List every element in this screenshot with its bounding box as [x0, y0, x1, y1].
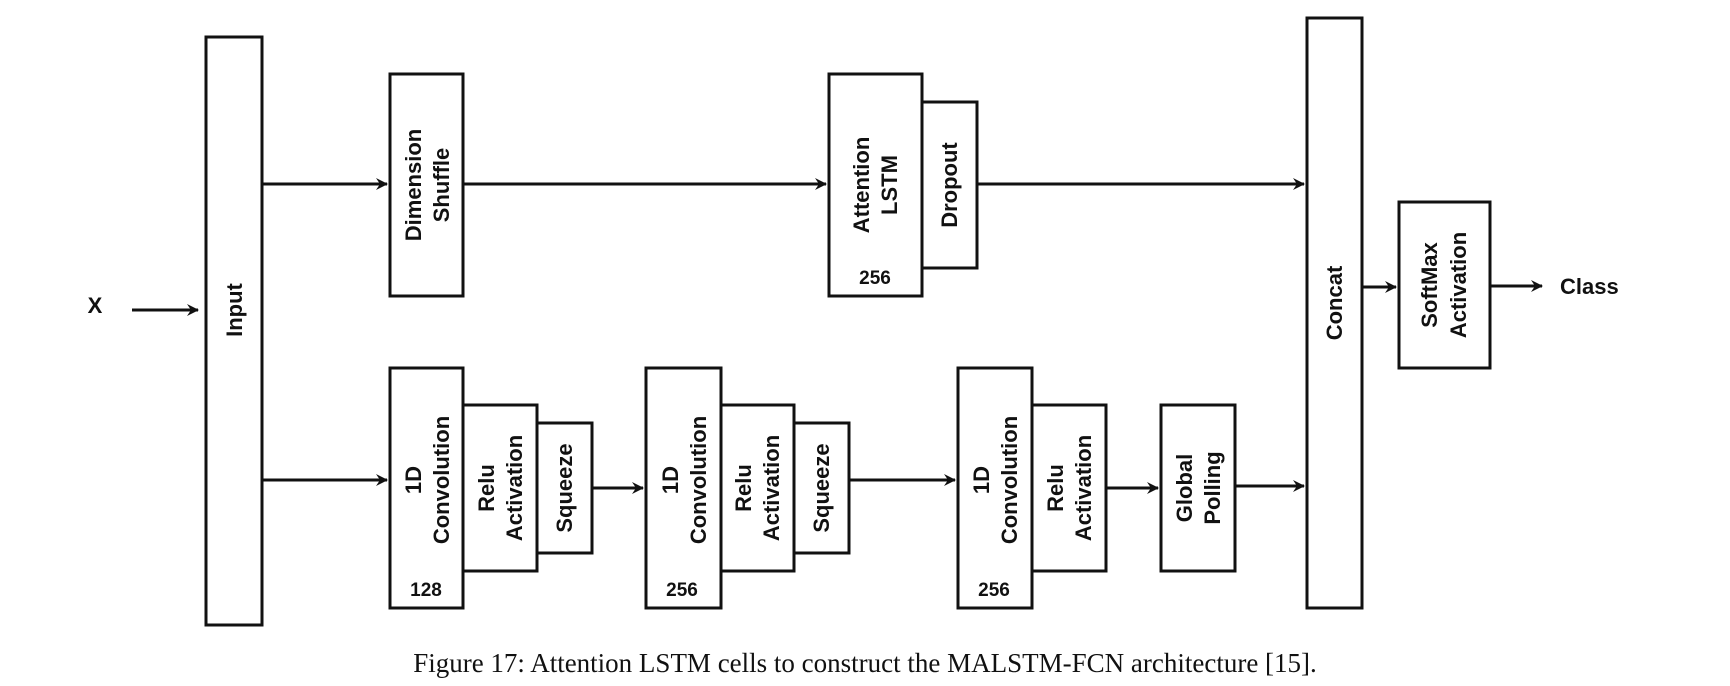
squeeze2-label: Squeeze	[809, 443, 834, 532]
attention-lstm-line2: LSTM	[877, 155, 902, 215]
concat-label: Concat	[1322, 265, 1347, 340]
conv2-block	[644, 366, 723, 610]
relu1-line1: Relu	[474, 464, 499, 512]
relu3-line2: Activation	[1071, 435, 1096, 541]
relu2-line2: Activation	[759, 435, 784, 541]
relu2-line1: Relu	[731, 464, 756, 512]
global-pooling-line2: Polling	[1200, 451, 1225, 524]
dimension-shuffle-line1: Dimension	[401, 129, 426, 241]
dropout-block	[920, 100, 979, 270]
output-class-label: Class	[1560, 274, 1619, 299]
conv2-line2: Convolution	[686, 416, 711, 544]
conv3-line2: Convolution	[997, 416, 1022, 544]
conv2-filters: 256	[666, 580, 698, 601]
attention-lstm-units: 256	[859, 268, 891, 289]
attention-lstm-block	[827, 72, 924, 298]
input-block-label: Input	[222, 282, 247, 336]
dropout-label: Dropout	[937, 142, 962, 228]
concat-block	[1305, 16, 1364, 610]
squeeze1-label: Squeeze	[552, 443, 577, 532]
softmax-block	[1397, 200, 1492, 370]
conv1-line2: Convolution	[429, 416, 454, 544]
conv3-line1: 1D	[969, 466, 994, 494]
input-block	[204, 35, 264, 627]
global-pooling-block	[1159, 403, 1237, 573]
conv1-filters: 128	[410, 580, 442, 601]
squeeze2-block	[792, 421, 851, 555]
relu1-line2: Activation	[502, 435, 527, 541]
relu2-block	[719, 403, 796, 573]
relu3-line1: Relu	[1043, 464, 1068, 512]
attention-lstm-line1: Attention	[849, 137, 874, 234]
relu3-block	[1030, 403, 1108, 573]
softmax-line1: SoftMax	[1417, 241, 1442, 327]
input-symbol-x: X	[88, 293, 103, 318]
global-pooling-line1: Global	[1172, 454, 1197, 522]
dimension-shuffle-block	[388, 72, 465, 298]
conv2-line1: 1D	[658, 466, 683, 494]
figure-caption: Figure 17: Attention LSTM cells to const…	[413, 648, 1317, 678]
softmax-line2: Activation	[1446, 232, 1471, 338]
conv3-filters: 256	[978, 580, 1010, 601]
relu1-block	[461, 403, 539, 573]
dimension-shuffle-line2: Shuffle	[429, 148, 454, 223]
conv1-line1: 1D	[401, 466, 426, 494]
